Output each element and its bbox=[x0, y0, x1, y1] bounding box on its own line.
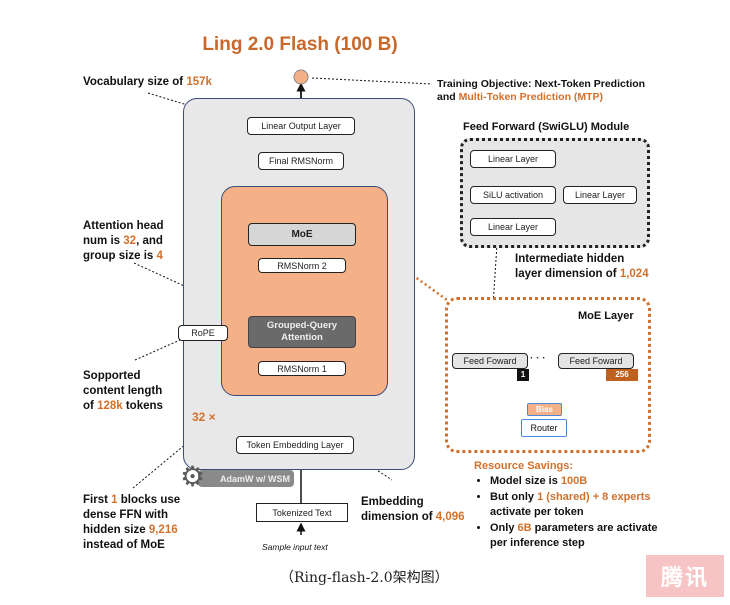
rmsnorm-1: RMSNorm 1 bbox=[258, 361, 346, 376]
embedding-annotation: Embedding dimension of 4,096 bbox=[361, 496, 465, 523]
expert-index-1: 1 bbox=[517, 369, 529, 381]
optimizer-label: AdamW w/ WSM bbox=[220, 473, 290, 484]
ffn-module-title: Feed Forward (SwiGLU) Module bbox=[463, 121, 630, 133]
moe-block: MoE bbox=[248, 223, 356, 246]
linear-output-layer: Linear Output Layer bbox=[247, 117, 355, 135]
final-rmsnorm: Final RMSNorm bbox=[258, 152, 344, 170]
ffn-linear-bottom: Linear Layer bbox=[470, 218, 556, 236]
optimizer-badge: AdamW w/ WSM bbox=[198, 470, 294, 487]
repeat-count: 32 × bbox=[192, 410, 216, 424]
gqa-label-line2: Attention bbox=[281, 332, 323, 343]
ffn-linear-top: Linear Layer bbox=[470, 150, 556, 168]
rmsnorm-2: RMSNorm 2 bbox=[258, 258, 346, 273]
saving-item: Only 6B parameters are activate per infe… bbox=[490, 521, 675, 551]
grouped-query-attention: Grouped-Query Attention bbox=[248, 316, 356, 348]
experts-ellipsis: · · · bbox=[530, 353, 546, 364]
ffn-silu: SiLU activation bbox=[470, 186, 556, 204]
figure-caption: （Ring-flash-2.0架构图） bbox=[280, 570, 449, 586]
resource-savings-heading: Resource Savings: bbox=[474, 460, 574, 472]
dense-ffn-annotation: First 1 blocks use dense FFN with hidden… bbox=[83, 494, 181, 551]
tokenized-text-box: Tokenized Text bbox=[256, 503, 348, 522]
watermark-seal: 腾讯 bbox=[646, 555, 724, 597]
token-embedding-layer: Token Embedding Layer bbox=[236, 436, 354, 454]
ffn-linear-right: Linear Layer bbox=[563, 186, 637, 204]
expert-feed-forward-1: Feed Foward bbox=[452, 353, 528, 369]
context-length-annotation: Sopported content length of 128k tokens bbox=[83, 370, 163, 412]
rope-box: RoPE bbox=[178, 325, 228, 341]
gqa-label-line1: Grouped-Query bbox=[266, 320, 338, 331]
output-token-icon bbox=[293, 69, 309, 85]
training-objective-annotation: Training Objective: Next-Token Predictio… bbox=[437, 78, 646, 103]
vocab-annotation: Vocabulary size of 157k bbox=[83, 76, 212, 88]
resource-savings: Resource Savings: Model size is 100B But… bbox=[474, 459, 675, 552]
diagram-title: Ling 2.0 Flash (100 B) bbox=[202, 34, 398, 55]
moe-layer-title: MoE Layer bbox=[578, 310, 634, 322]
attention-annotation: Attention head num is 32, and group size… bbox=[83, 220, 164, 262]
router-bias: Bias bbox=[527, 403, 562, 416]
intermediate-annotation: Intermediate hidden layer dimension of 1… bbox=[515, 253, 649, 280]
router-box: Router bbox=[521, 419, 567, 437]
saving-item: But only 1 (shared) + 8 experts activate… bbox=[490, 490, 670, 520]
expert-feed-forward-256: Feed Foward bbox=[558, 353, 634, 369]
gear-icon: ⚙ bbox=[180, 461, 206, 492]
sample-input-label: Sample input text bbox=[262, 542, 328, 552]
expert-index-256: 256 bbox=[606, 369, 638, 381]
saving-item: Model size is 100B bbox=[490, 474, 675, 489]
